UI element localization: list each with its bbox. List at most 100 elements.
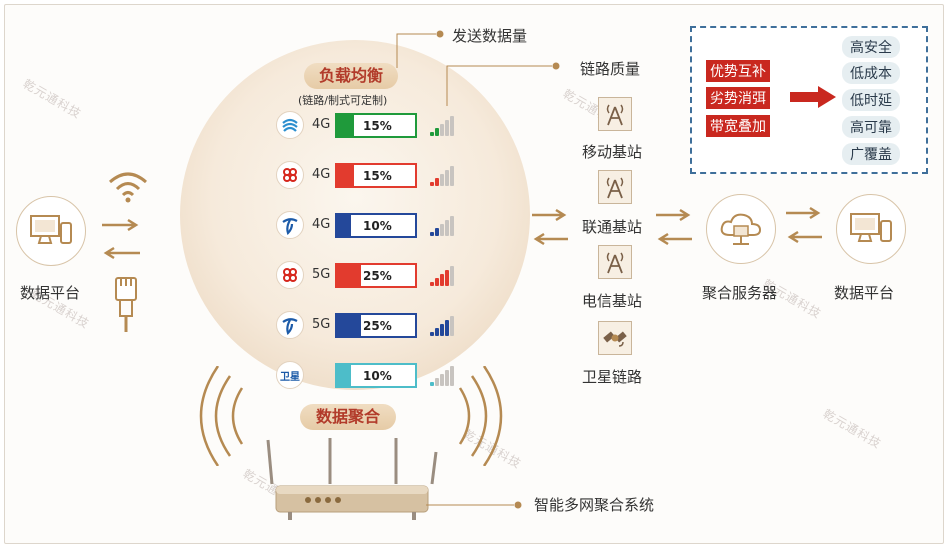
satellite-icon [598, 321, 632, 355]
tower-icon [598, 245, 632, 279]
send-volume-label: 发送数据量 [452, 27, 528, 45]
ethernet-cable-icon [115, 277, 137, 332]
right-platform-label: 数据平台 [834, 284, 895, 302]
link-label-satellite: 卫星链路 [582, 368, 643, 386]
signal-bar [445, 120, 449, 136]
benefit-tag: 广覆盖 [842, 143, 900, 165]
link-quality-label: 链路质量 [580, 60, 641, 78]
computer-icon [850, 213, 892, 242]
signal-strength-icon [430, 366, 456, 386]
signal-bar [445, 220, 449, 236]
right-platform-icon [836, 194, 906, 264]
cloud-server-icon [720, 213, 762, 245]
signal-bar [440, 124, 444, 136]
china-unicom-logo [276, 161, 304, 189]
load-share-fill [337, 315, 361, 336]
load-share-bar: 10% [335, 363, 417, 388]
signal-bar [435, 278, 439, 286]
signal-bar [440, 374, 444, 386]
signal-bar [450, 316, 454, 336]
load-share-bar: 25% [335, 263, 417, 288]
signal-bar [430, 182, 434, 186]
signal-bar [445, 270, 449, 286]
router-icon [266, 438, 438, 520]
load-share-fill [337, 365, 351, 386]
arrow-left-icon [103, 246, 140, 260]
satellite-logo-text: 卫星 [280, 371, 300, 383]
arrow-right-icon [786, 206, 821, 220]
system-leader [426, 501, 522, 509]
signal-strength-icon [430, 216, 456, 236]
signal-bar [450, 166, 454, 186]
load-share-bar: 25% [335, 313, 417, 338]
signal-bar [435, 178, 439, 186]
network-generation: 4G [312, 217, 331, 232]
benefit-tag: 高安全 [842, 36, 900, 58]
china-telecom-logo [276, 211, 304, 239]
link-quality-leader [446, 62, 560, 106]
signal-bar [445, 370, 449, 386]
signal-bar [440, 324, 444, 336]
signal-bar [450, 116, 454, 136]
china-mobile-logo [276, 111, 304, 139]
link-label-mobile: 移动基站 [582, 143, 643, 161]
load-share-fill [337, 215, 351, 236]
signal-bar [430, 232, 434, 236]
signal-bar [435, 378, 439, 386]
network-generation: 4G [312, 117, 331, 132]
data-aggregation-title: 数据聚合 [300, 404, 396, 430]
link-label-telecom: 电信基站 [582, 292, 643, 310]
load-balance-subtitle: (链路/制式可定制) [298, 94, 388, 107]
signal-bar [450, 266, 454, 286]
arrow-left-icon [787, 230, 822, 244]
china-unicom-logo [276, 261, 304, 289]
signal-bar [445, 170, 449, 186]
signal-strength-icon [430, 316, 456, 336]
load-share-fill [337, 115, 354, 136]
radio-waves-left [199, 366, 244, 466]
benefit-tag: 低成本 [842, 62, 900, 84]
advantage-tag: 带宽叠加 [706, 115, 770, 137]
signal-bar [430, 382, 434, 386]
left-platform-icon [16, 196, 86, 266]
arrow-left-icon [533, 232, 568, 246]
signal-bar [430, 332, 434, 336]
arrow-right-icon [102, 218, 139, 232]
load-share-percent: 10% [363, 369, 392, 383]
load-share-percent: 15% [363, 119, 392, 133]
arrow-left-icon [657, 232, 692, 246]
send-volume-leader [396, 30, 444, 68]
tower-icon [598, 170, 632, 204]
left-platform-label: 数据平台 [20, 284, 81, 302]
advantage-tag: 优势互补 [706, 60, 770, 82]
load-share-bar: 15% [335, 163, 417, 188]
load-share-fill [337, 265, 361, 286]
load-share-fill [337, 165, 354, 186]
load-share-bar: 10% [335, 213, 417, 238]
tower-icon [598, 97, 632, 131]
load-share-bar: 15% [335, 113, 417, 138]
signal-bar [435, 128, 439, 136]
benefit-tag: 低时延 [842, 89, 900, 111]
signal-strength-icon [430, 116, 456, 136]
signal-bar [445, 320, 449, 336]
network-generation: 5G [312, 267, 331, 282]
system-label: 智能多网聚合系统 [534, 496, 655, 514]
load-share-percent: 25% [363, 319, 392, 333]
signal-bar [430, 282, 434, 286]
link-label-unicom: 联通基站 [582, 218, 643, 236]
aggregation-server-icon [706, 194, 776, 264]
load-share-percent: 10% [363, 219, 392, 233]
satellite-logo: 卫星 [276, 361, 304, 389]
china-telecom-logo [276, 311, 304, 339]
radio-waves-right [458, 366, 503, 466]
signal-strength-icon [430, 166, 456, 186]
benefit-tag: 高可靠 [842, 116, 900, 138]
arrow-right-icon [790, 86, 836, 108]
load-share-percent: 25% [363, 269, 392, 283]
signal-bar [435, 228, 439, 236]
aggregation-server-label: 聚合服务器 [702, 284, 778, 302]
signal-bar [435, 328, 439, 336]
signal-bar [450, 366, 454, 386]
signal-bar [440, 274, 444, 286]
